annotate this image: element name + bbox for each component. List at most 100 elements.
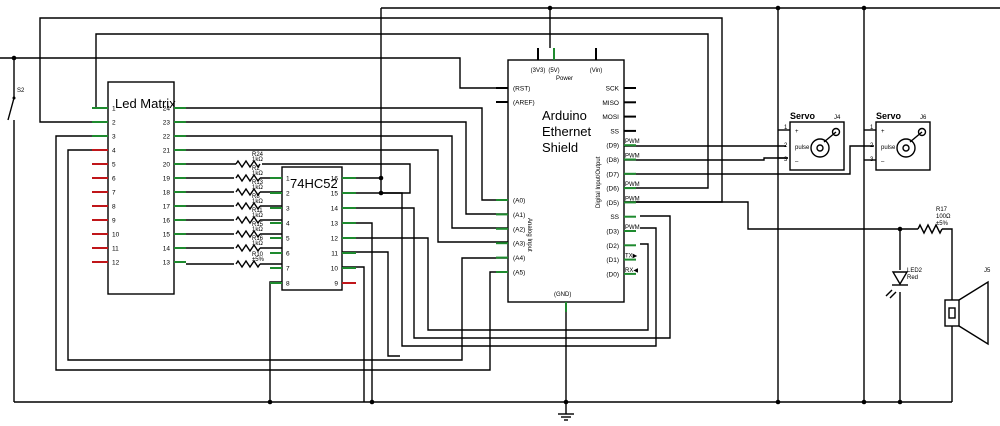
digital-pin-3: SS	[610, 128, 619, 135]
servo2-pin-minus: –	[881, 159, 885, 165]
ic-pin-left-6: 6	[286, 251, 290, 258]
servo1-num-1: 1	[784, 125, 788, 131]
matrix-pin-left-4: 4	[112, 148, 116, 155]
resistor-symbol	[235, 201, 261, 211]
digital-pin-13: (D0)	[606, 271, 619, 278]
pwm-label: PWM	[625, 182, 640, 188]
servo2-num-2: 2	[870, 143, 874, 149]
ic-pin-left-8: 8	[286, 281, 290, 288]
arduino-title-3: Shield	[542, 140, 578, 155]
ic-pin-right-15: 15	[331, 191, 339, 198]
digital-io-label: Digital Input/Output	[596, 156, 602, 208]
servo1-num-3: 3	[784, 157, 788, 163]
servo2-title: Servo	[876, 111, 902, 121]
ground-icon	[558, 413, 574, 421]
led-matrix-title: Led Matrix	[115, 96, 176, 111]
matrix-pin-left-11: 11	[112, 246, 119, 253]
resistor-value: 1kΩ	[252, 241, 263, 247]
digital-pin-9: SS	[610, 214, 619, 221]
resistor-symbol	[235, 229, 261, 239]
resistor-symbol	[235, 159, 261, 169]
resistor-r17: R17 100Ω ±5%	[917, 207, 951, 235]
servo2-num-3: 3	[870, 157, 874, 163]
resistor-name: R13	[252, 180, 264, 186]
matrix-pin-left-8: 8	[112, 204, 116, 211]
analog-pin-(A0): (A0)	[513, 198, 525, 205]
arduino-pin-(AREF): (AREF)	[513, 100, 535, 107]
power-pin-0: (3V3)	[531, 68, 546, 74]
r17-value: 100Ω	[936, 214, 951, 220]
speaker-j5: J5	[944, 268, 991, 346]
servo1-pin-plus: +	[795, 129, 799, 135]
resistor-value: 1kΩ	[252, 157, 263, 163]
r17-tol: ±5%	[936, 221, 949, 227]
matrix-pin-left-10: 10	[112, 232, 120, 239]
arduino-title-2: Ethernet	[542, 124, 592, 139]
ic-pin-right-16: 16	[331, 176, 339, 183]
led2-name: LED2	[907, 268, 923, 274]
digital-pin-12: (D1)	[606, 257, 619, 264]
ic-pin-left-2: 2	[286, 191, 290, 198]
resistor-symbol	[235, 173, 261, 183]
ic-pin-right-14: 14	[331, 206, 339, 213]
ic-74hc52-title: 74HC52	[290, 176, 338, 191]
matrix-pin-right-15: 15	[163, 232, 171, 239]
rx-label: RX◀	[625, 268, 638, 274]
servo-horn-icon	[810, 127, 841, 158]
digital-pin-8: (D5)	[606, 200, 619, 207]
ic-pin-right-11: 11	[331, 251, 338, 258]
resistor-value: 1kΩ	[252, 213, 263, 219]
resistor-name: R10	[252, 252, 264, 258]
resistor-symbol	[235, 187, 261, 197]
ic-pin-right-12: 12	[331, 236, 339, 243]
matrix-pin-left-2: 2	[112, 120, 116, 127]
matrix-pin-right-18: 18	[163, 190, 171, 197]
resistor-array: R241kΩR21kΩR131kΩR81kΩR111kΩR151kΩR161kΩ…	[235, 152, 265, 269]
power-pin-1: (5V)	[548, 68, 559, 74]
analog-pin-(A2): (A2)	[513, 226, 525, 233]
resistor-name: R16	[252, 236, 264, 242]
arduino-ethernet-shield: (3V3)(5V)(Vin) Power Arduino Ethernet Sh…	[496, 48, 640, 312]
ic-pin-left-7: 7	[286, 266, 290, 273]
analog-input-label: Analog Input	[526, 218, 532, 252]
pwm-label: PWM	[625, 139, 640, 145]
analog-pin-(A3): (A3)	[513, 241, 525, 248]
ic-pin-left-4: 4	[286, 221, 290, 228]
matrix-pin-left-7: 7	[112, 190, 116, 197]
servo-horn-icon	[896, 127, 927, 158]
servo-j6: Servo J6 + pulse – 1 2 3	[870, 111, 931, 171]
wires	[0, 7, 1000, 414]
arduino-title-1: Arduino	[542, 108, 587, 123]
servo1-pin-minus: –	[795, 159, 799, 165]
r17-name: R17	[936, 207, 948, 213]
servo2-pin-plus: +	[881, 129, 885, 135]
matrix-pin-right-22: 22	[163, 134, 171, 141]
pwm-label: PWM	[625, 225, 640, 231]
resistor-value: ±5%	[252, 257, 265, 263]
digital-pin-0: SCK	[606, 86, 620, 93]
servo1-num-2: 2	[784, 143, 788, 149]
matrix-pin-right-13: 13	[163, 260, 171, 267]
resistor-name: R2	[252, 166, 260, 172]
matrix-pin-left-12: 12	[112, 260, 120, 267]
matrix-pin-left-9: 9	[112, 218, 116, 225]
matrix-pin-right-17: 17	[163, 204, 171, 211]
matrix-pin-right-24: 24	[163, 106, 171, 113]
matrix-pin-right-23: 23	[163, 120, 171, 127]
resistor-symbol	[235, 215, 261, 225]
ic-pin-left-5: 5	[286, 236, 290, 243]
digital-pin-6: (D7)	[606, 171, 619, 178]
servo2-num-1: 1	[870, 125, 874, 131]
resistor-value: 1kΩ	[252, 199, 263, 205]
speaker-ref: J5	[984, 268, 991, 274]
digital-pin-11: (D2)	[606, 243, 619, 250]
pwm-label: PWM	[625, 196, 640, 202]
matrix-pin-left-5: 5	[112, 162, 116, 169]
analog-pin-(A1): (A1)	[513, 212, 525, 219]
matrix-pin-left-3: 3	[112, 134, 116, 141]
servo1-title: Servo	[790, 111, 816, 121]
matrix-pin-right-14: 14	[163, 246, 171, 253]
analog-pin-(A5): (A5)	[513, 270, 525, 277]
